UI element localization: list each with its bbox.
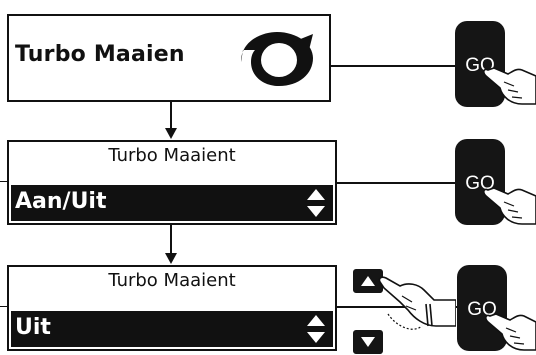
- go-button[interactable]: GO: [457, 265, 507, 351]
- up-down-arrows-icon: [307, 189, 325, 217]
- screen-turbo-maaien: Turbo Maaien: [7, 14, 331, 102]
- pressing-hand-icon: [378, 276, 456, 330]
- screen-title: Turbo Maaien: [15, 42, 185, 67]
- screen-header: Turbo Maaient: [108, 270, 236, 291]
- value-text: Uit: [15, 315, 51, 340]
- up-down-arrows-icon: [307, 315, 325, 343]
- side-line: [0, 306, 7, 307]
- flow-arrow-down: [165, 225, 177, 264]
- screen-header: Turbo Maaient: [108, 145, 236, 166]
- pointing-hand-icon: [485, 313, 536, 351]
- down-triangle-icon: [361, 337, 375, 347]
- screen-turbo-setting: Turbo Maaient Aan/Uit: [7, 140, 337, 225]
- value-bar: Uit: [11, 311, 333, 347]
- up-button[interactable]: [353, 269, 383, 293]
- flow-arrow-down: [165, 102, 177, 139]
- connector-line: [331, 65, 455, 67]
- down-button[interactable]: [353, 330, 383, 354]
- pointing-hand-icon: [483, 187, 536, 225]
- value-bar: Aan/Uit: [11, 185, 333, 221]
- go-button[interactable]: GO: [455, 139, 505, 225]
- up-triangle-icon: [361, 276, 375, 286]
- connector-line: [337, 306, 457, 308]
- go-button-label: GO: [465, 173, 495, 194]
- go-button[interactable]: GO: [455, 21, 505, 107]
- side-line: [0, 181, 7, 182]
- value-text: Aan/Uit: [15, 189, 107, 214]
- go-button-label: GO: [467, 299, 497, 320]
- screen-turbo-off: Turbo Maaient Uit: [7, 265, 337, 351]
- turbo-swirl-icon: [241, 32, 313, 86]
- connector-line: [337, 182, 455, 184]
- pointing-hand-icon: [483, 67, 536, 105]
